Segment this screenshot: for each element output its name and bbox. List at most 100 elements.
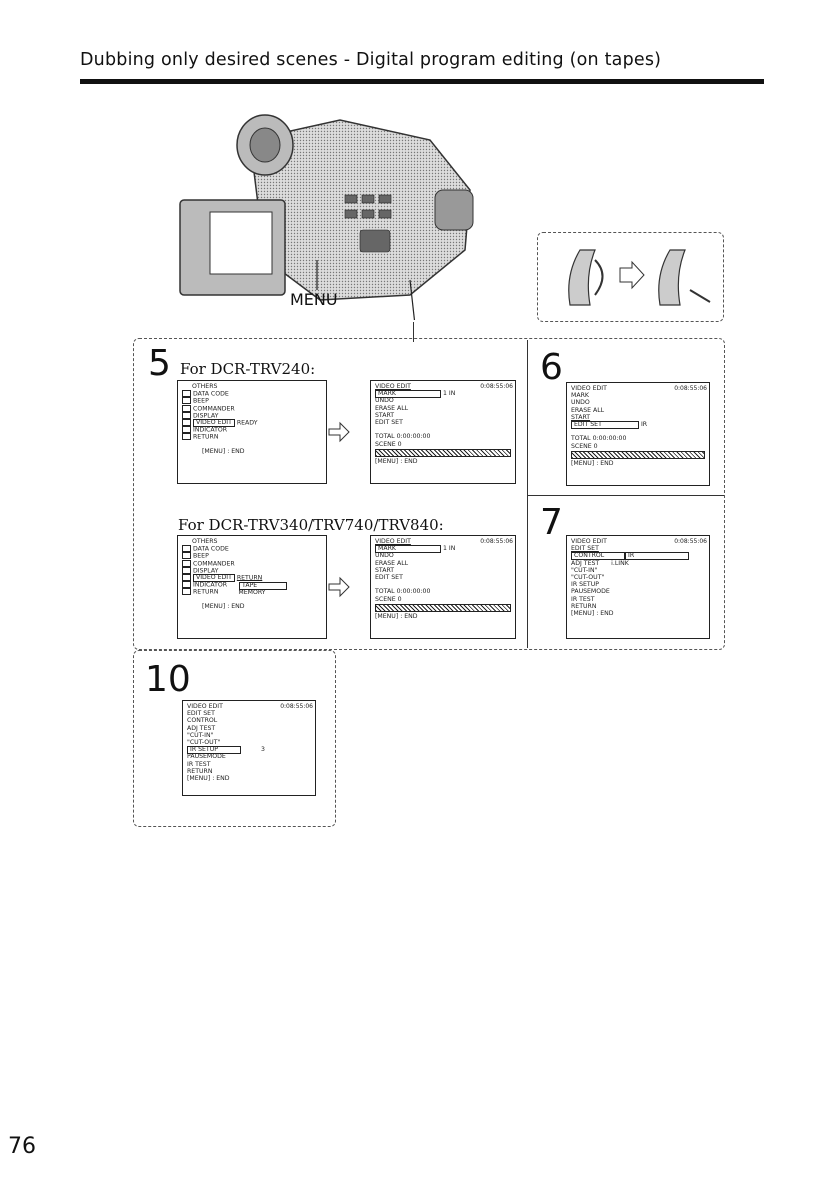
step-5-title-trv340: For DCR-TRV340/TRV740/TRV840: — [178, 516, 444, 534]
undo-item: UNDO — [571, 399, 590, 407]
header-rule — [80, 79, 764, 84]
control-item-selected: CONTROL — [571, 552, 625, 561]
edit-set-item: EDIT SET — [375, 573, 403, 581]
menu-screen-trv240: OTHERS DATA CODE BEEP COMMANDER DISPLAY … — [177, 380, 327, 484]
screen-title: VIDEO EDIT — [187, 703, 223, 710]
submenu-item: RETURN — [236, 574, 263, 582]
cut-out-item: "CUT-OUT" — [571, 573, 605, 581]
display-icon — [182, 411, 191, 419]
menu-end-hint: [MENU] : END — [571, 609, 614, 617]
scene-bar — [375, 603, 511, 612]
menu-end-hint: [MENU] : END — [202, 602, 245, 610]
step-7-number: 7 — [540, 502, 563, 543]
indicator-icon — [182, 426, 191, 434]
commander-icon — [182, 559, 191, 567]
scene-bar — [571, 450, 705, 459]
menu-button-label: MENU — [290, 290, 338, 309]
data-code-icon — [182, 545, 191, 553]
menu-item: COMMANDER — [193, 560, 235, 568]
return-icon — [182, 433, 191, 441]
beep-icon — [182, 397, 191, 405]
step-5-title-trv240: For DCR-TRV240: — [180, 360, 316, 378]
menu-item: DISPLAY — [193, 567, 219, 575]
screen-title: VIDEO EDIT — [375, 383, 411, 390]
menu-item: INDICATOR — [193, 581, 228, 589]
menu-end-hint: [MENU] : END — [571, 459, 614, 467]
ir-setup-item: IR SETUP — [571, 581, 599, 589]
ir-setup-value: 3 — [260, 746, 265, 754]
video-edit-icon — [182, 418, 191, 426]
scene-count: SCENE 0 — [571, 442, 598, 450]
total-time: TOTAL 0:00:00:00 — [375, 433, 431, 441]
steps-5-6-7-panel — [133, 338, 725, 650]
camcorder-illustration — [179, 114, 474, 320]
panel-divider-horizontal — [527, 495, 724, 496]
display-icon — [182, 566, 191, 574]
menu-item: COMMANDER — [193, 405, 235, 413]
dial-rotate-push-icon — [568, 249, 711, 306]
menu-end-hint: [MENU] : END — [375, 457, 418, 465]
return-icon — [182, 588, 191, 596]
menu-item: RETURN — [193, 433, 219, 441]
start-item: START — [571, 413, 591, 421]
menu-end-hint: [MENU] : END — [375, 612, 418, 620]
edit-set-item: EDIT SET — [187, 710, 215, 718]
submenu-item: MEMORY — [238, 588, 266, 596]
page-header-title: Dubbing only desired scenes - Digital pr… — [80, 50, 662, 70]
right-arrow-icon — [328, 576, 350, 598]
step-6-number: 6 — [540, 347, 563, 388]
in-count: 1 IN — [442, 545, 456, 553]
menu-item: RETURN — [193, 588, 219, 596]
total-time: TOTAL 0:00:00:00 — [571, 435, 627, 443]
in-count: 1 IN — [442, 390, 456, 398]
commander-icon — [182, 404, 191, 412]
ir-label: IR — [640, 420, 648, 428]
erase-all-item: ERASE ALL — [571, 406, 605, 414]
panel-divider-vertical — [527, 340, 528, 648]
ilink-option: i.LINK — [611, 559, 629, 567]
undo-item: UNDO — [375, 552, 394, 560]
step-5-number: 5 — [148, 343, 171, 384]
menu-screen-trv340: OTHERS DATA CODE BEEP COMMANDER DISPLAY … — [177, 535, 327, 639]
return-item: RETURN — [187, 767, 213, 775]
ir-test-item: IR TEST — [187, 760, 211, 768]
undo-item: UNDO — [375, 397, 394, 405]
menu-item: BEEP — [193, 397, 209, 405]
pausemode-item: PAUSEMODE — [571, 588, 610, 596]
video-edit-screen-step10: 0:08:55:06 VIDEO EDIT EDIT SET CONTROL A… — [182, 700, 316, 796]
screen-title: VIDEO EDIT — [375, 538, 411, 545]
menu-item: OTHERS — [192, 383, 218, 390]
menu-item-status: READY — [236, 419, 258, 427]
start-item: START — [375, 411, 395, 419]
data-code-icon — [182, 390, 191, 398]
video-edit-screen-trv240: 0:08:55:06 VIDEO EDIT MARK 1 IN UNDO ERA… — [370, 380, 516, 484]
ir-option-selected: IR — [625, 552, 689, 561]
menu-item: BEEP — [193, 552, 209, 560]
dial-callout-box — [537, 232, 724, 322]
screen-title: VIDEO EDIT — [571, 538, 607, 545]
timecode: 0:08:55:06 — [280, 703, 313, 710]
timecode: 0:08:55:06 — [480, 383, 513, 390]
cut-in-item: "CUT-IN" — [187, 731, 214, 739]
scene-count: SCENE 0 — [375, 440, 402, 448]
page-number: 76 — [8, 1134, 36, 1159]
ir-test-item: IR TEST — [571, 595, 595, 603]
scene-count: SCENE 0 — [375, 595, 402, 603]
erase-all-item: ERASE ALL — [375, 559, 409, 567]
video-edit-screen-step6: 0:08:55:06 VIDEO EDIT MARK UNDO ERASE AL… — [566, 382, 710, 486]
total-time: TOTAL 0:00:00:00 — [375, 588, 431, 596]
control-item: CONTROL — [187, 717, 218, 725]
scene-bar — [375, 448, 511, 457]
menu-item: OTHERS — [192, 538, 218, 545]
screen-title: VIDEO EDIT — [571, 385, 607, 392]
menu-end-hint: [MENU] : END — [202, 447, 245, 455]
erase-all-item: ERASE ALL — [375, 404, 409, 412]
adj-test-item: ADJ TEST — [187, 724, 216, 732]
step-10-number: 10 — [145, 659, 191, 700]
right-arrow-icon — [328, 421, 350, 443]
timecode: 0:08:55:06 — [480, 538, 513, 545]
menu-item: INDICATOR — [193, 426, 228, 434]
cut-in-item: "CUT-IN" — [571, 566, 598, 574]
edit-set-item: EDIT SET — [375, 418, 403, 426]
menu-item: DATA CODE — [193, 545, 229, 553]
